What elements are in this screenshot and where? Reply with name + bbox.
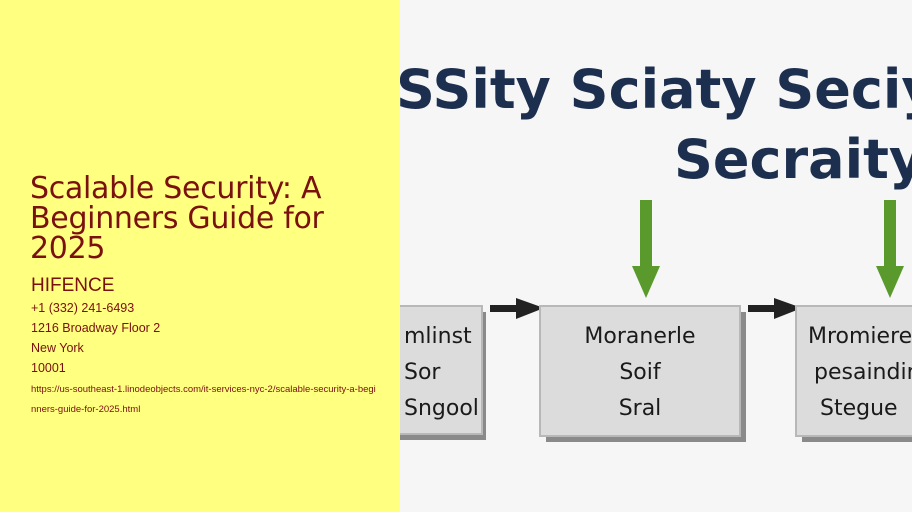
page-title: Scalable Security: A Beginners Guide for… bbox=[30, 171, 324, 266]
flow-diagram-illustration: SSity Sciaty Seciy Secraity mlinst Sor S… bbox=[400, 0, 912, 512]
box-middle-line3: Sral bbox=[619, 396, 662, 421]
green-down-arrow bbox=[876, 200, 904, 298]
city: New York bbox=[31, 341, 84, 355]
illustration-heading-line2: Secraity bbox=[674, 128, 912, 191]
process-box-left: mlinst Sor Sngool bbox=[400, 305, 486, 440]
box-left-line2: Sor bbox=[404, 360, 441, 385]
address-line: 1216 Broadway Floor 2 bbox=[31, 321, 161, 335]
illustration-heading-line1: SSity Sciaty Seciy bbox=[400, 58, 912, 121]
box-right-line1: Mromiere bbox=[808, 324, 912, 349]
page-url-link[interactable]: https://us-southeast-1.linodeobjects.com… bbox=[31, 384, 376, 415]
green-down-arrow bbox=[632, 200, 660, 298]
zip-code: 10001 bbox=[31, 361, 66, 375]
black-right-arrow bbox=[748, 298, 802, 319]
box-left-line3: Sngool bbox=[404, 396, 479, 421]
left-panel: Scalable Security: A Beginners Guide for… bbox=[0, 0, 400, 512]
process-box-right: Mromiere pesaindin Stegue bbox=[795, 305, 912, 442]
box-right-line2: pesaindin bbox=[814, 360, 912, 385]
illustration-image: SSity Sciaty Seciy Secraity mlinst Sor S… bbox=[400, 0, 912, 512]
box-middle-line1: Moranerle bbox=[584, 324, 695, 349]
box-left-line1: mlinst bbox=[404, 324, 472, 349]
black-right-arrow bbox=[490, 298, 544, 319]
box-middle-line2: Soif bbox=[619, 360, 662, 385]
process-box-middle: Moranerle Soif Sral bbox=[539, 305, 746, 442]
box-right-line3: Stegue bbox=[820, 396, 898, 421]
phone-number: +1 (332) 241-6493 bbox=[31, 301, 135, 315]
company-name: HIFENCE bbox=[31, 275, 115, 296]
